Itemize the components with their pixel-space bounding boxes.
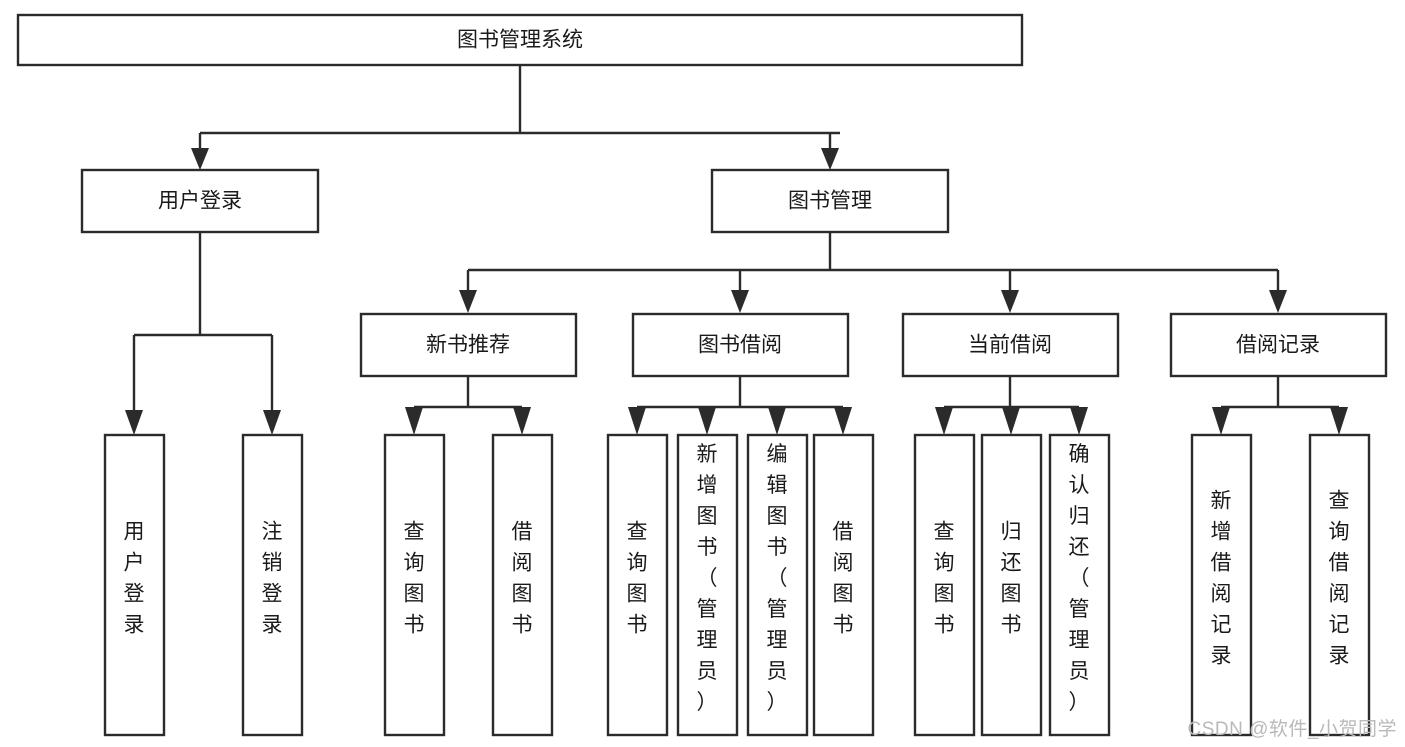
node-root[interactable]: 图书管理系统 xyxy=(16,13,1024,67)
arrowhead-leaf-edit-book xyxy=(768,407,786,435)
arrowhead-leaf-borrow-book-2 xyxy=(834,407,852,435)
leaf-return-book-box[interactable] xyxy=(980,433,1043,737)
node-new-book-recommend-label: 新书推荐 xyxy=(426,334,510,357)
leaf-user-login[interactable]: 用户登录 xyxy=(103,433,166,737)
leaf-logout-login-box[interactable] xyxy=(241,433,304,737)
watermark: CSDN @软件_小贺同学 xyxy=(1187,719,1397,740)
arrowhead-book-manage xyxy=(821,148,839,170)
leaf-borrow-book-1-label: 借阅图书 xyxy=(512,521,533,637)
node-book-manage-label: 图书管理 xyxy=(788,190,872,213)
node-borrow-record[interactable]: 借阅记录 xyxy=(1169,312,1388,378)
leaf-borrow-book-1[interactable]: 借阅图书 xyxy=(491,433,554,737)
leaf-add-record-label: 新增借阅记录 xyxy=(1211,490,1232,668)
leaf-query-book-3-label: 查询图书 xyxy=(934,521,955,637)
leaf-query-book-2-box[interactable] xyxy=(606,433,669,737)
arrowhead-leaf-add-book xyxy=(698,407,716,435)
node-new-book-recommend-box[interactable] xyxy=(359,312,578,378)
leaf-borrow-book-2-box[interactable] xyxy=(812,433,875,737)
arrowhead-new-book-recommend xyxy=(459,290,477,313)
arrowhead-book-borrow xyxy=(731,290,749,313)
leaf-query-book-3-box[interactable] xyxy=(913,433,976,737)
leaf-add-record-box[interactable] xyxy=(1190,433,1253,737)
arrowhead-leaf-query-book-1 xyxy=(405,407,423,435)
node-book-manage-box[interactable] xyxy=(710,168,950,234)
leaf-query-book-1[interactable]: 查询图书 xyxy=(383,433,446,737)
arrowhead-leaf-logout-login xyxy=(263,410,281,435)
leaf-borrow-book-2-label: 借阅图书 xyxy=(833,521,854,637)
leaf-user-login-label: 用户登录 xyxy=(124,521,145,637)
leaf-query-book-3[interactable]: 查询图书 xyxy=(913,433,976,737)
leaf-logout-login[interactable]: 注销登录 xyxy=(241,433,304,737)
leaf-confirm-return[interactable]: 确认归还（管理员） xyxy=(1048,433,1111,737)
node-book-borrow[interactable]: 图书借阅 xyxy=(631,312,850,378)
leaf-query-record[interactable]: 查询借阅记录 xyxy=(1308,433,1371,737)
leaf-add-record[interactable]: 新增借阅记录 xyxy=(1190,433,1253,737)
node-current-borrow-label: 当前借阅 xyxy=(968,334,1052,357)
connector-layer xyxy=(125,65,1348,435)
leaf-add-book[interactable]: 新增图书（管理员） xyxy=(676,433,739,737)
node-book-borrow-label: 图书借阅 xyxy=(698,334,782,357)
leaf-confirm-return-label: 确认归还（管理员） xyxy=(1069,443,1090,714)
node-book-borrow-box[interactable] xyxy=(631,312,850,378)
arrowhead-leaf-query-book-3 xyxy=(935,407,953,435)
leaf-confirm-return-box[interactable] xyxy=(1048,433,1111,737)
arrowhead-leaf-add-record xyxy=(1212,407,1230,435)
node-new-book-recommend[interactable]: 新书推荐 xyxy=(359,312,578,378)
leaf-query-book-2-label: 查询图书 xyxy=(627,521,648,637)
leaf-logout-login-label: 注销登录 xyxy=(262,521,283,637)
arrowhead-leaf-query-book-2 xyxy=(628,407,646,435)
leaf-add-book-label: 新增图书（管理员） xyxy=(697,443,718,714)
leaf-return-book-label: 归还图书 xyxy=(1001,521,1022,637)
node-user-login-label: 用户登录 xyxy=(158,190,242,213)
leaf-query-record-box[interactable] xyxy=(1308,433,1371,737)
node-current-borrow[interactable]: 当前借阅 xyxy=(901,312,1120,378)
leaf-return-book[interactable]: 归还图书 xyxy=(980,433,1043,737)
arrowhead-leaf-query-record xyxy=(1330,407,1348,435)
arrowhead-current-borrow xyxy=(1001,290,1019,313)
node-user-login[interactable]: 用户登录 xyxy=(80,168,320,234)
node-book-manage[interactable]: 图书管理 xyxy=(710,168,950,234)
arrowhead-user-login xyxy=(191,148,209,170)
node-borrow-record-box[interactable] xyxy=(1169,312,1388,378)
arrowhead-leaf-return-book xyxy=(1002,407,1020,435)
leaf-user-login-box[interactable] xyxy=(103,433,166,737)
leaf-borrow-book-2[interactable]: 借阅图书 xyxy=(812,433,875,737)
leaf-query-book-2[interactable]: 查询图书 xyxy=(606,433,669,737)
node-user-login-box[interactable] xyxy=(80,168,320,234)
arrowhead-leaf-user-login xyxy=(125,410,143,435)
node-current-borrow-box[interactable] xyxy=(901,312,1120,378)
node-root-label: 图书管理系统 xyxy=(457,29,583,52)
leaf-query-book-1-label: 查询图书 xyxy=(404,521,425,637)
leaf-query-book-1-box[interactable] xyxy=(383,433,446,737)
leaf-edit-book[interactable]: 编辑图书（管理员） xyxy=(746,433,809,737)
leaf-edit-book-box[interactable] xyxy=(746,433,809,737)
leaf-borrow-book-1-box[interactable] xyxy=(491,433,554,737)
leaf-add-book-box[interactable] xyxy=(676,433,739,737)
node-root-box[interactable] xyxy=(16,13,1024,67)
node-borrow-record-label: 借阅记录 xyxy=(1236,334,1320,357)
arrowhead-leaf-borrow-book-1 xyxy=(513,407,531,435)
leaf-query-record-label: 查询借阅记录 xyxy=(1329,490,1350,668)
arrowhead-leaf-confirm-return xyxy=(1070,407,1088,435)
leaf-edit-book-label: 编辑图书（管理员） xyxy=(767,443,788,714)
arrowhead-borrow-record xyxy=(1269,290,1287,313)
